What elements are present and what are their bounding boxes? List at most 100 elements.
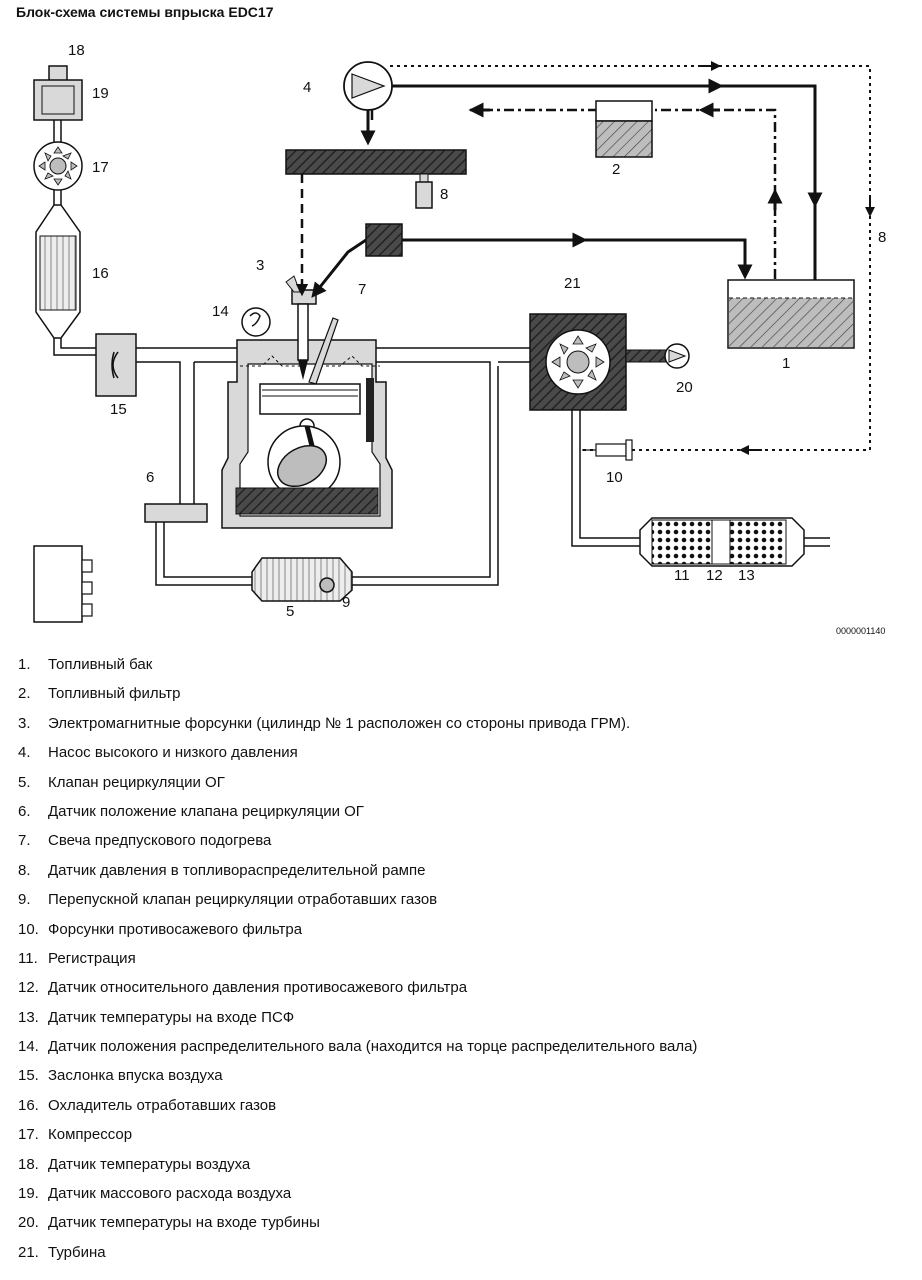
rail-pressure-sensor-8 [415,173,433,209]
legend-item: 15. Заслонка впуска воздуха [18,1061,697,1090]
egr-position-sensor-6 [144,503,208,523]
legend-item-number: 20. [18,1214,39,1232]
callout-6: 6 [146,469,154,486]
legend-item-text: Датчик массового расхода воздуха [48,1185,292,1203]
compressor-17 [33,141,83,191]
callout-17: 17 [92,159,109,176]
legend-item-text: Датчик положение клапана рециркуляции ОГ [48,802,364,820]
legend-item: 11. Регистрация [18,944,697,973]
legend-item-text: Датчик температуры воздуха [48,1155,251,1173]
legend-item-number: 10. [18,920,39,938]
legend-item: 2. Топливный фильтр [18,679,697,708]
callout-1: 1 [782,355,790,372]
egr-bypass-valve-9 [319,577,335,593]
legend-item: 6. Датчик положение клапана рециркуляции … [18,797,697,826]
camshaft-sensor-14 [241,307,271,337]
callout-2: 2 [612,161,620,178]
intake-air-flap-15 [95,333,137,397]
legend-item-number: 12. [18,979,39,997]
fuel-tank-1 [727,279,855,349]
legend-item-text: Охладитель отработавших газов [48,1096,277,1114]
turbine-temperature-sensor-20 [664,343,690,369]
legend-item-number: 16. [18,1096,39,1114]
legend-item: 16. Охладитель отработавших газов [18,1091,697,1120]
callout-3: 3 [256,257,264,274]
legend-item-text: Датчик температуры на входе турбины [48,1214,320,1232]
legend-item-text: Насос высокого и низкого давления [48,744,298,762]
legend-item-text: Датчик давления в топливораспределительн… [48,861,426,879]
ecu-connector [33,545,93,623]
legend-item-number: 3. [18,714,31,732]
legend-item-number: 11. [18,949,38,967]
callout-21: 21 [564,275,581,292]
engine-cylinder [221,339,393,529]
callout-11: 11 [674,567,690,584]
callout-9: 9 [342,594,350,611]
legend-item: 1. Топливный бак [18,650,697,679]
legend-item-number: 4. [18,744,31,762]
legend-item: 14. Датчик положения распределительного в… [18,1032,697,1061]
callout-19: 19 [92,85,109,102]
legend-item-text: Компрессор [48,1126,133,1144]
legend-item-number: 15. [18,1067,39,1085]
legend-item: 7. Свеча предпускового подогрева [18,826,697,855]
turbine-21 [529,313,627,411]
legend-item-text: Турбина [48,1243,106,1261]
callout-8-rail: 8 [440,186,448,203]
image-id: 0000001140 [836,626,885,636]
legend-item-text: Датчик относительного давления противоса… [48,979,468,997]
legend-item: 18. Датчик температуры воздуха [18,1150,697,1179]
particulate-filter [639,517,805,567]
fuel-pump-4 [343,61,393,111]
callout-18: 18 [68,42,85,59]
legend-item: 4. Насос высокого и низкого давления [18,738,697,767]
legend-item: 8. Датчик давления в топливораспределител… [18,856,697,885]
legend-item: 13. Датчик температуры на входе ПСФ [18,1003,697,1032]
legend-item: 3. Электромагнитные форсунки (цилиндр № 1… [18,709,697,738]
callout-15: 15 [110,401,127,418]
legend-item: 5.Клапан рециркуляции ОГ [18,768,697,797]
mass-air-flow-sensor-19 [33,79,83,121]
legend-item-text: Заслонка впуска воздуха [48,1067,223,1085]
exhaust-gas-cooler-16 [35,204,81,339]
callout-13: 13 [738,567,755,584]
legend-item: 10. Форсунки противосажевого фильтра [18,915,697,944]
edc17-diagram: 1 2 3 4 5 6 7 8 8 9 10 11 12 13 14 15 16… [33,42,886,636]
diagram-title: Блок-схема системы впрыска EDC17 [16,4,274,20]
legend-item-text: Топливный бак [48,656,153,673]
legend-item-number: 21. [18,1243,39,1261]
legend-item: 9.Перепускной клапан рециркуляции отрабо… [18,885,697,914]
legend-item-text: Электромагнитные форсунки (цилиндр № 1 р… [48,714,631,732]
legend-item-text: Топливный фильтр [48,685,181,703]
legend-item-text: Датчик температуры на входе ПСФ [48,1008,295,1026]
legend-item-text: Форсунки противосажевого фильтра [48,920,303,938]
legend-item-number: 17. [18,1126,39,1144]
dpf-injector-10 [582,439,633,461]
legend-item-number: 13. [18,1008,39,1026]
glow-plug-7 [308,223,403,385]
callout-14: 14 [212,303,229,320]
legend-item-number: 18. [18,1155,39,1173]
legend-list: 1. Топливный бак 2. Топливный фильтр 3. Элект… [18,650,697,1267]
legend-item-number: 8. [18,861,31,879]
legend-item-text: Датчик положения распределительного вала… [48,1038,698,1056]
legend-item-text: Регистрация [48,949,136,967]
callout-16: 16 [92,265,109,282]
legend-item-text: Перепускной клапан рециркуляции отработа… [48,891,438,909]
callout-8-line: 8 [878,229,886,246]
legend-item: 21. Турбина [18,1238,697,1267]
legend-item-number: 2. [18,685,31,703]
legend-item-number: 14. [18,1038,39,1056]
legend-item-number: 5. [18,773,31,791]
legend-item-number: 7. [18,832,31,850]
legend-item-text: Свеча предпускового подогрева [48,832,272,850]
callout-7: 7 [358,281,366,298]
legend-item: 20. Датчик температуры на входе турбины [18,1208,697,1237]
callout-12: 12 [706,567,723,584]
legend-item: 12. Датчик относительного давления против… [18,973,697,1002]
callout-10: 10 [606,469,623,486]
legend-item-number: 6. [18,802,31,820]
callout-4: 4 [303,79,311,96]
legend-item: 19.Датчик массового расхода воздуха [18,1179,697,1208]
legend-item-number: 1. [18,656,31,673]
